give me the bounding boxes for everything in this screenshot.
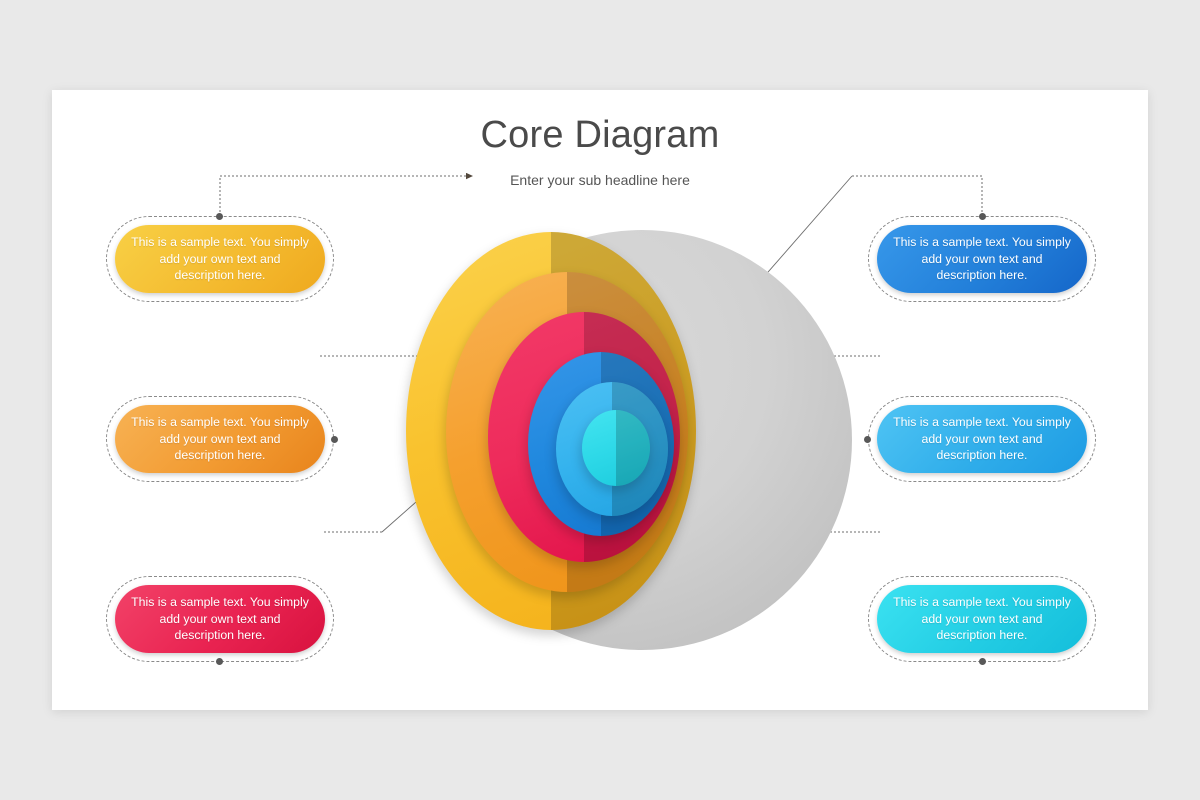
page-title: Core Diagram (480, 114, 720, 156)
callout-body[interactable]: This is a sample text. You simply add yo… (877, 405, 1087, 473)
callout-right-middle[interactable]: This is a sample text. You simply add yo… (864, 396, 1096, 482)
callout-label: This is a sample text. You simply add yo… (893, 595, 1071, 643)
callout-left-bottom[interactable]: This is a sample text. You simply add yo… (106, 576, 334, 665)
callout-right-bottom[interactable]: This is a sample text. You simply add yo… (868, 576, 1096, 665)
connector-dot (979, 213, 986, 220)
callout-left-top[interactable]: This is a sample text. You simply add yo… (106, 213, 334, 302)
callout-label: This is a sample text. You simply add yo… (131, 595, 309, 643)
slide-canvas: Core Diagram Enter your sub headline her… (52, 90, 1148, 710)
callout-body[interactable]: This is a sample text. You simply add yo… (115, 405, 325, 473)
callout-left-middle[interactable]: This is a sample text. You simply add yo… (106, 396, 338, 482)
connector-dot (979, 658, 986, 665)
callout-body[interactable]: This is a sample text. You simply add yo… (877, 225, 1087, 293)
ring-cyan-core (582, 410, 650, 486)
connector-dot (331, 436, 338, 443)
callout-body[interactable]: This is a sample text. You simply add yo… (115, 585, 325, 653)
core-diagram (382, 210, 882, 670)
callout-right-top[interactable]: This is a sample text. You simply add yo… (868, 213, 1096, 302)
callout-body[interactable]: This is a sample text. You simply add yo… (115, 225, 325, 293)
callout-body[interactable]: This is a sample text. You simply add yo… (877, 585, 1087, 653)
connector-dot (216, 213, 223, 220)
connector-dot (864, 436, 871, 443)
callout-label: This is a sample text. You simply add yo… (131, 415, 309, 463)
callout-label: This is a sample text. You simply add yo… (893, 235, 1071, 283)
callout-label: This is a sample text. You simply add yo… (893, 415, 1071, 463)
connector-dot (216, 658, 223, 665)
callout-label: This is a sample text. You simply add yo… (131, 235, 309, 283)
page-subtitle: Enter your sub headline here (510, 172, 690, 188)
